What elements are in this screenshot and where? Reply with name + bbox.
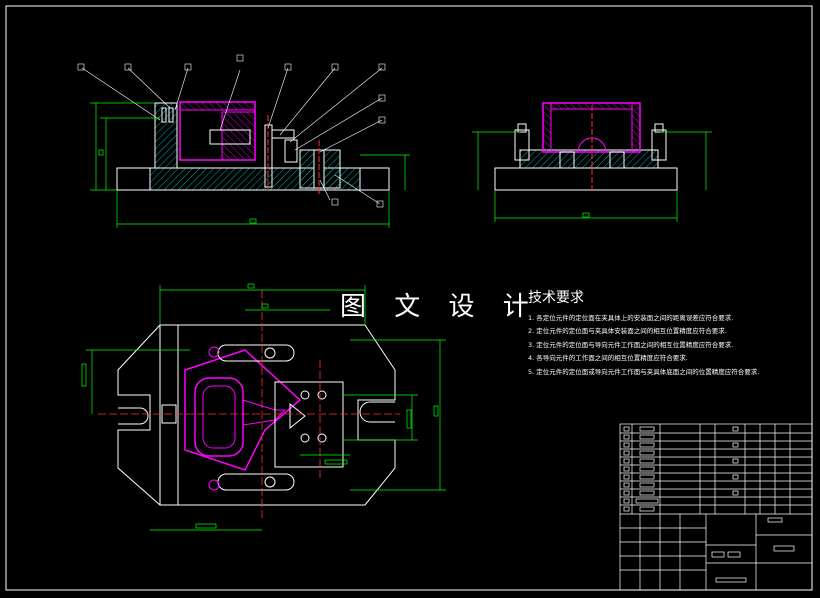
top-slot-lower xyxy=(217,473,295,491)
top-dimensions xyxy=(81,283,446,531)
tech-requirement-item: 2. 定位元件的定位面与夹具体安装面之间的相互位置精度应符合要求. xyxy=(528,327,727,335)
tech-requirement-item: 3. 定位元件的定位面与导向元件工作面之间的相互位置精度应符合要求. xyxy=(528,341,734,349)
tech-requirement-item: 4. 各导向元件的工作面之间的相互位置精度应符合要求. xyxy=(528,354,688,362)
top-slot-upper xyxy=(217,344,295,362)
side-post-right xyxy=(651,129,667,161)
title-block xyxy=(619,423,813,591)
tech-requirement-item: 1. 各定位元件的定位面在夹具体上的安装面之间的距离误差应符合要求. xyxy=(528,314,734,322)
front-leaders xyxy=(81,67,383,205)
top-support-block xyxy=(274,381,344,468)
front-left-column xyxy=(154,102,178,169)
side-base-plate xyxy=(494,167,678,191)
side-view xyxy=(472,102,712,222)
front-clamp xyxy=(209,129,251,145)
front-dimensions xyxy=(90,102,410,228)
top-workpiece xyxy=(184,349,302,471)
side-post-left xyxy=(514,129,530,161)
top-centerlines xyxy=(98,290,400,520)
tech-requirement-item: 5. 定位元件的定位面或导向元件工作面与夹具体底面之间的位置精度应符合要求. xyxy=(528,368,760,376)
top-base-outline xyxy=(117,324,396,506)
banner-title: 图 文 设 计 xyxy=(340,292,539,322)
drawing-border xyxy=(5,5,813,591)
top-view xyxy=(81,283,446,531)
front-view xyxy=(77,54,410,228)
tech-requirements-heading: 技术要求 xyxy=(528,290,584,306)
